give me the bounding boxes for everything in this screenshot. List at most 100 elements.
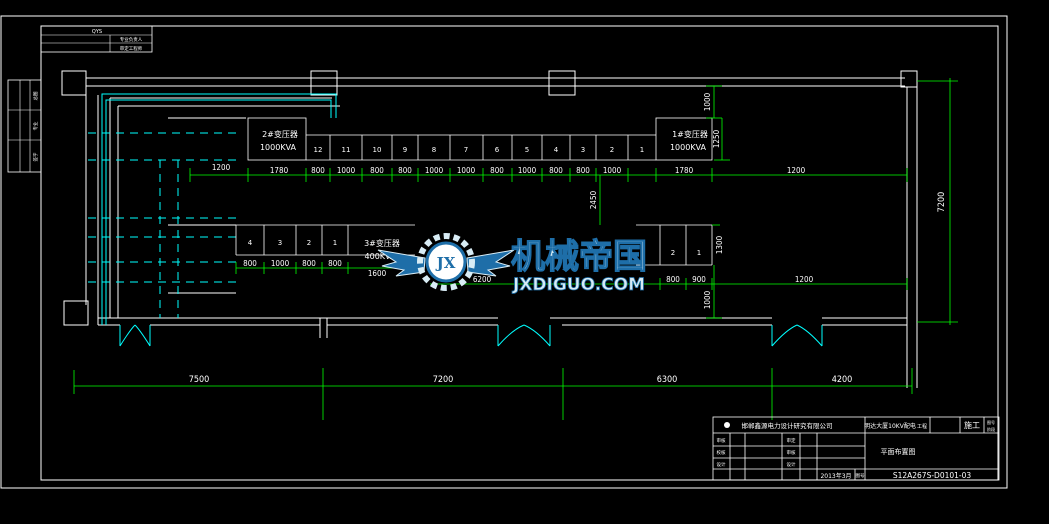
lower-dimension-texts: 800 1000 800 800 1600 6200 800 900 1200 — [243, 259, 813, 284]
lower-dim-2: 800 — [302, 259, 316, 268]
lower-cabinet-labels: 4 3 2 1 3#变压器 400KVA 2 1 — [248, 238, 701, 261]
upper-dim-12: 1000 — [603, 166, 622, 175]
lower-dim-1: 1000 — [271, 259, 290, 268]
upper-cabinet-11: 11 — [342, 146, 351, 154]
lower-dim-4: 1600 — [368, 269, 387, 278]
upper-cabinet-labels: 12 11 10 9 8 7 6 5 4 3 2 1 2#变压器 1000KVA… — [260, 129, 708, 154]
upper-dim-0: 1200 — [212, 163, 231, 172]
stage-sub1: 图号 — [987, 419, 995, 425]
upper-cabinet-4: 4 — [554, 146, 559, 154]
upper-cabinet-3: 3 — [581, 146, 585, 154]
title-block — [712, 416, 1000, 481]
upper-dim-4: 800 — [370, 166, 384, 175]
upper-cabinet-1: 1 — [640, 146, 644, 154]
role-1: 审核 — [717, 437, 726, 444]
upper-switchgear-row — [247, 117, 713, 161]
upper-cabinet-8: 8 — [432, 146, 436, 154]
drawing-name: 平面布置图 — [881, 447, 916, 456]
transformer-3-name: 3#变压器 — [364, 238, 400, 248]
upper-dim-14: 1200 — [787, 166, 806, 175]
bottom-dimension-line — [73, 368, 913, 420]
upper-dim-5: 800 — [398, 166, 412, 175]
phase-label: 工程 — [917, 423, 927, 430]
stamp-row2: 审定工程师 — [120, 45, 143, 52]
vdim-upper-cab: 1250 — [712, 129, 721, 148]
vdim-top: 1000 — [703, 92, 712, 111]
company-logo-icon — [724, 422, 730, 428]
side-stamp-2: 专业 — [32, 121, 39, 130]
doors — [119, 324, 823, 347]
vertical-dimension-lines — [599, 78, 958, 325]
role-2: 校核 — [717, 449, 726, 456]
inner-frame — [40, 25, 999, 481]
vdim-aisle: 2450 — [589, 190, 598, 209]
upper-dim-2: 800 — [311, 166, 325, 175]
upper-cabinet-12: 12 — [314, 146, 323, 154]
upper-dim-3: 1000 — [337, 166, 356, 175]
project-name: 明达大厦10KV配电 — [864, 422, 916, 430]
upper-dim-11: 800 — [576, 166, 590, 175]
stage-sub2: 阶段 — [987, 426, 995, 432]
vdim-total: 7200 — [937, 192, 947, 213]
upper-dim-1: 1780 — [270, 166, 289, 175]
side-stamp: 总图 专业 签字 — [7, 79, 42, 173]
upper-dim-7: 1000 — [457, 166, 476, 175]
lower-right-dim-2: 900 — [692, 275, 706, 284]
transformer-1-capacity: 1000KVA — [670, 143, 707, 152]
side-stamp-1: 总图 — [32, 91, 39, 100]
upper-dim-6: 1000 — [425, 166, 444, 175]
transformer-2-capacity: 1000KVA — [260, 143, 297, 152]
lower-dimension-line — [235, 262, 908, 290]
bottom-dimension-texts: 7500 7200 6300 4200 — [189, 375, 853, 385]
scale-label: 图号 — [856, 473, 865, 479]
role2-2: 审核 — [787, 449, 796, 456]
upper-cabinet-10: 10 — [373, 146, 382, 154]
vdim-bottom: 1000 — [703, 290, 712, 309]
lower-cabinet-4: 4 — [248, 239, 253, 247]
stage: 施工 — [964, 420, 980, 430]
stamp-code: QYS — [92, 29, 102, 35]
vertical-dimension-texts: 1000 1250 2450 1300 1000 7200 — [589, 92, 947, 309]
lower-right-cabinet-2: 2 — [671, 249, 675, 257]
upper-dimension-line — [189, 168, 908, 182]
bottom-dim-3: 4200 — [832, 375, 853, 385]
transformer-3-capacity: 400KVA — [365, 252, 396, 261]
company-name: 邯郸鑫源电力设计研究有限公司 — [742, 421, 833, 430]
building-walls — [61, 70, 918, 388]
lower-cabinet-1: 1 — [333, 239, 337, 247]
cable-lines — [101, 93, 337, 325]
date: 2013年3月 — [820, 472, 851, 480]
logo-text: JX — [435, 254, 456, 272]
role-3: 设计 — [717, 461, 726, 468]
upper-dim-9: 1000 — [518, 166, 537, 175]
watermark-url: JXDIGUO.COM — [512, 275, 645, 295]
upper-cabinet-6: 6 — [495, 146, 500, 154]
cable-trench — [88, 132, 236, 318]
vdim-lower-cab: 1300 — [715, 235, 724, 254]
upper-cabinet-2: 2 — [610, 146, 614, 154]
lower-dim-3: 800 — [328, 259, 342, 268]
bottom-dim-0: 7500 — [189, 375, 210, 385]
upper-dim-8: 800 — [490, 166, 504, 175]
lower-cabinet-2: 2 — [307, 239, 311, 247]
wing-right-icon — [466, 249, 515, 277]
bottom-dim-2: 6300 — [657, 375, 678, 385]
upper-cabinet-9: 9 — [403, 146, 407, 154]
upper-cabinet-7: 7 — [464, 146, 468, 154]
side-stamp-3: 签字 — [32, 152, 39, 161]
gear-center — [425, 241, 467, 283]
drawing-number: S12A267S-D0101-03 — [893, 471, 972, 480]
lower-dim-0: 800 — [243, 259, 257, 268]
upper-dim-10: 800 — [549, 166, 563, 175]
lower-right-cabinet-1: 1 — [697, 249, 701, 257]
lower-right-dim-1: 800 — [666, 275, 680, 284]
top-stamp: QYS 专业负责人 审定工程师 — [40, 25, 153, 53]
outer-frame — [0, 15, 1008, 489]
lower-right-dim-3: 1200 — [795, 275, 814, 284]
stamp-row1: 专业负责人 — [120, 36, 143, 43]
watermark-title: 机械帝国 — [511, 237, 647, 277]
gear-icon — [417, 233, 475, 291]
watermark: JX 机械帝国 JXDIGUO.COM — [377, 233, 648, 295]
transformer-1-name: 1#变压器 — [672, 129, 708, 139]
